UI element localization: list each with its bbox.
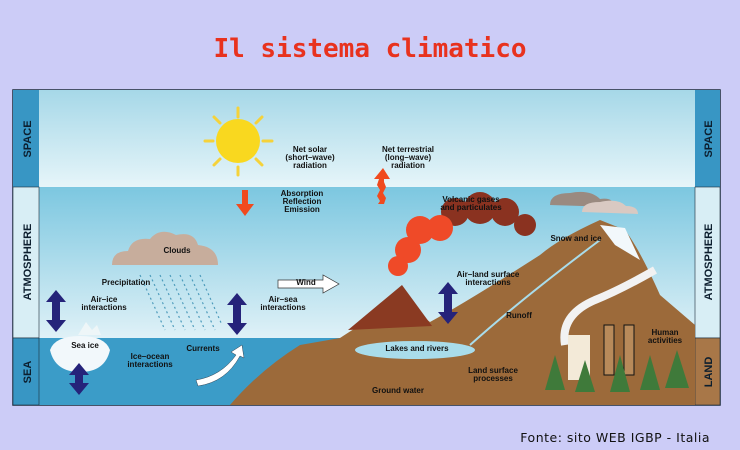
air-ice-arrow-icon bbox=[46, 290, 66, 332]
band-label-space-right: SPACE bbox=[703, 120, 715, 157]
label-sea-ice: Sea ice bbox=[71, 341, 99, 350]
label-currents: Currents bbox=[186, 344, 220, 353]
space-region bbox=[39, 90, 695, 187]
band-label-atmosphere-left: ATMOSPHERE bbox=[22, 224, 34, 301]
snow-cap-icon bbox=[600, 225, 640, 260]
band-atmosphere-left bbox=[12, 186, 40, 339]
label-net-terrestrial: Net terrestrial(long–wave)radiation bbox=[382, 145, 434, 170]
wind-arrow-icon bbox=[277, 274, 340, 294]
rain-icon bbox=[234, 272, 315, 274]
down-radiation-arrow-icon bbox=[236, 190, 254, 216]
precipitation-icon bbox=[139, 274, 223, 331]
cloud-icon bbox=[112, 231, 218, 265]
currents-arrow-icon bbox=[195, 344, 245, 387]
label-ground-water: Ground water bbox=[372, 386, 424, 395]
volcanic-plume-icon bbox=[388, 192, 536, 276]
air-sea-arrow-icon bbox=[227, 293, 247, 335]
sun-icon bbox=[203, 106, 274, 177]
label-wind: Wind bbox=[296, 278, 316, 287]
up-radiation-arrow-icon bbox=[374, 168, 390, 204]
air-land-arrow-icon bbox=[438, 282, 458, 324]
label-snow-ice: Snow and ice bbox=[550, 234, 602, 243]
band-label-sea: SEA bbox=[22, 361, 34, 384]
band-label-land: LAND bbox=[703, 357, 715, 388]
slide-title: Il sistema climatico bbox=[213, 34, 527, 64]
volcano-icon bbox=[348, 285, 432, 330]
label-lakes-rivers: Lakes and rivers bbox=[385, 344, 449, 353]
label-clouds: Clouds bbox=[163, 246, 191, 255]
ice-ocean-arrow-icon bbox=[69, 363, 89, 395]
label-net-solar: Net solar(short–wave)radiation bbox=[285, 145, 335, 170]
band-space-right bbox=[695, 90, 720, 187]
band-atmosphere-right bbox=[694, 186, 721, 339]
trees-icon bbox=[545, 350, 689, 392]
sea-ice-icon bbox=[50, 336, 110, 372]
label-runoff: Runoff bbox=[506, 311, 532, 320]
band-land-right bbox=[694, 337, 721, 406]
lake-icon bbox=[355, 341, 475, 359]
river-icon bbox=[469, 239, 601, 346]
source-caption: Fonte: sito WEB IGBP - Italia bbox=[520, 430, 710, 445]
band-sea-left bbox=[12, 337, 40, 406]
snow-cloud-icon bbox=[582, 200, 638, 214]
band-label-space-left: SPACE bbox=[22, 120, 34, 157]
iceberg-peak-icon bbox=[78, 322, 101, 335]
label-precipitation: Precipitation bbox=[102, 278, 151, 287]
band-space-left bbox=[13, 90, 39, 187]
band-label-atmosphere-right: ATMOSPHERE bbox=[703, 224, 715, 301]
